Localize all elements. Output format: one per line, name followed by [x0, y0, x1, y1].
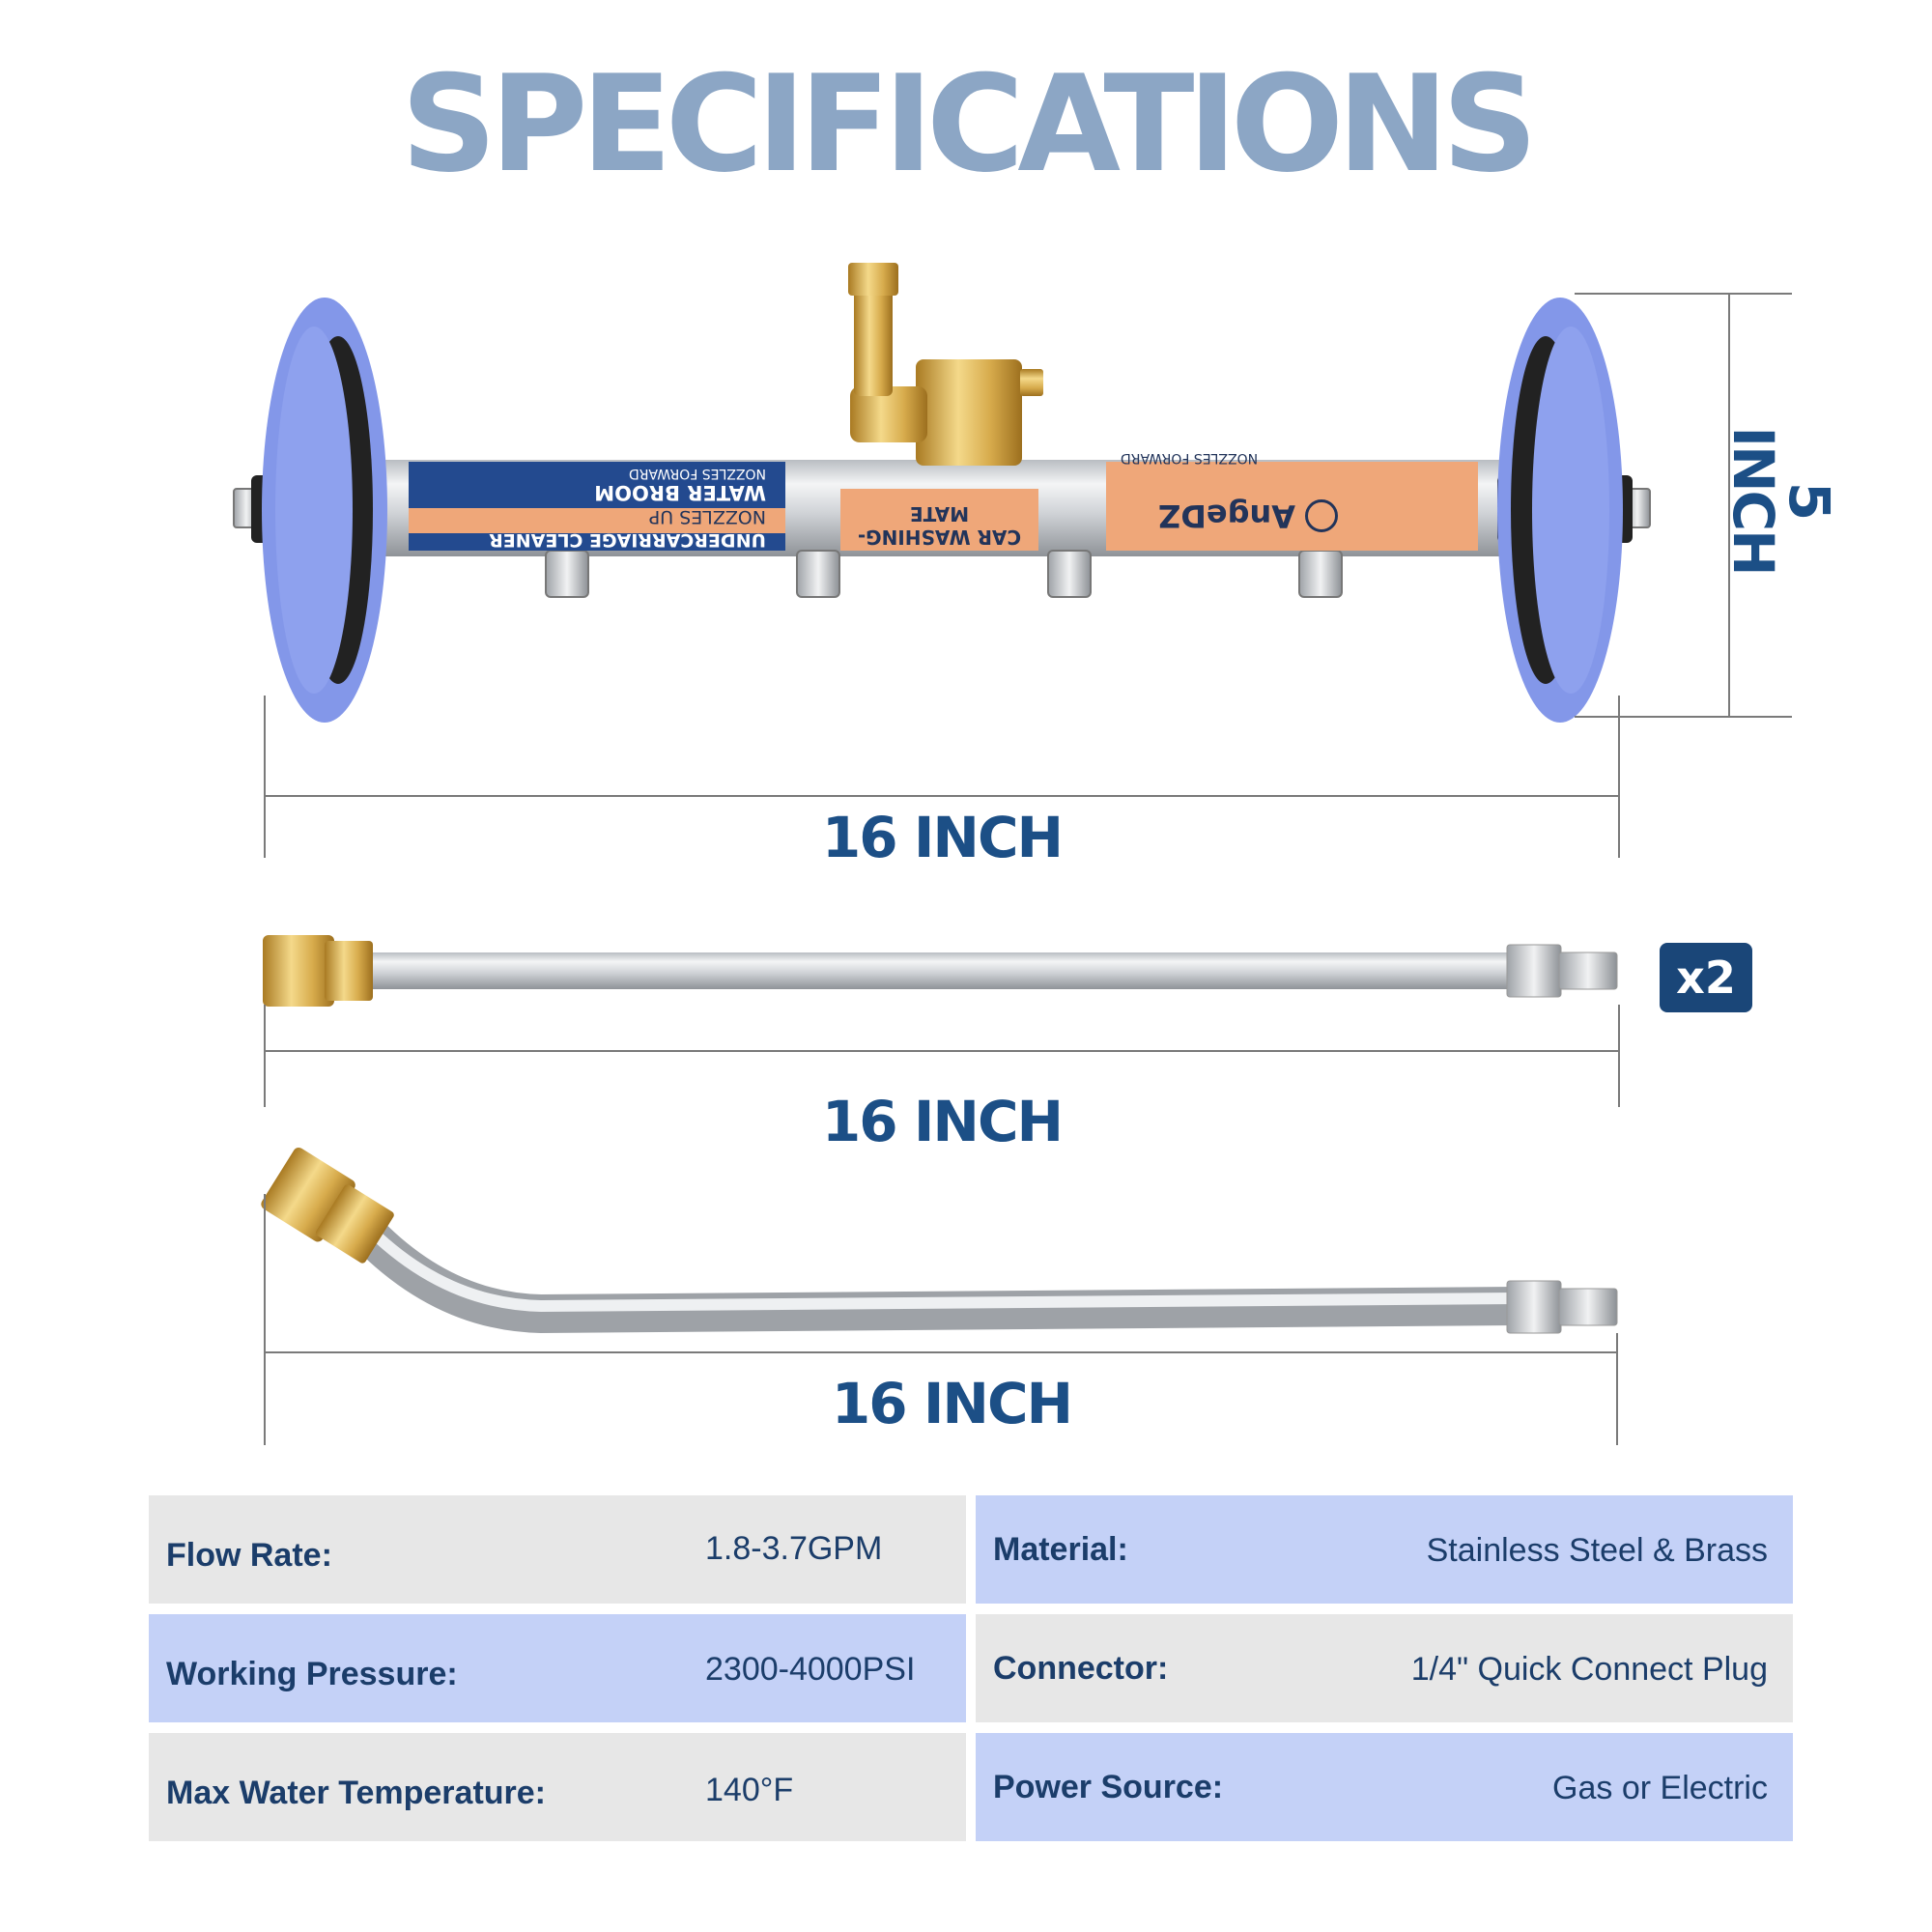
brass-inlet — [854, 290, 893, 396]
curved-wand — [261, 1147, 1618, 1334]
spec-working-pressure: Working Pressure: 2300-4000PSI — [149, 1614, 966, 1722]
band-line-nozzles-up: NOZZLES UP — [648, 506, 766, 527]
spec-material: Material: Stainless Steel & Brass — [976, 1495, 1793, 1604]
brand-logo: AngeDZ — [1125, 495, 1338, 537]
brand-name: AngeDZ — [1158, 497, 1295, 534]
spec-label: Flow Rate: — [166, 1536, 332, 1574]
spec-label: Material: — [993, 1530, 1128, 1568]
spec-label: Connector: — [993, 1649, 1169, 1687]
brass-swivel — [916, 359, 1022, 466]
spec-value: 140°F — [705, 1772, 794, 1808]
spec-max-water-temperature: Max Water Temperature: 140°F — [149, 1733, 966, 1841]
spec-value: Gas or Electric — [1552, 1770, 1768, 1806]
spec-connector: Connector: 1/4" Quick Connect Plug — [976, 1614, 1793, 1722]
dimension-curved-wand-label: 16 INCH — [831, 1371, 1073, 1436]
center-band — [840, 489, 1038, 551]
dimension-straight-wand-label: 16 INCH — [821, 1089, 1064, 1154]
band-line-undercarriage: UNDERCARRIAGE CLEANER — [489, 529, 766, 551]
band-line-water-broom: WATER BROOM — [594, 481, 766, 504]
spec-value: 1.8-3.7GPM — [705, 1530, 883, 1567]
spec-flow-rate: Flow Rate: 1.8-3.7GPM — [149, 1495, 966, 1604]
dimension-broom-width-label: 16 INCH — [821, 805, 1064, 870]
quantity-badge: x2 — [1660, 943, 1752, 1012]
band-label-left: UNDERCARRIAGE CLEANER NOZZLES UP WATER B… — [409, 462, 785, 551]
brand-circle-icon — [1305, 499, 1338, 532]
right-wheel — [1497, 298, 1623, 723]
spec-value: Stainless Steel & Brass — [1426, 1532, 1768, 1569]
left-band-navy-bottom — [409, 533, 785, 551]
straight-wand — [263, 935, 1618, 1007]
band-label-right-top: NOZZLES FORWARD — [1121, 450, 1259, 466]
spec-power-source: Power Source: Gas or Electric — [976, 1733, 1793, 1841]
spec-value: 1/4" Quick Connect Plug — [1410, 1651, 1768, 1688]
spec-value: 2300-4000PSI — [705, 1651, 916, 1688]
right-band — [1106, 462, 1478, 551]
spec-label: Max Water Temperature: — [166, 1774, 546, 1811]
nozzle-group — [545, 550, 1343, 598]
left-band-navy — [409, 462, 785, 508]
page-title: SPECIFICATIONS — [400, 46, 1538, 202]
dimension-height-label: 5 INCH — [1720, 426, 1842, 575]
spec-label: Working Pressure: — [166, 1655, 458, 1692]
left-wheel — [262, 298, 387, 723]
band-line-nozzles-forward: NOZZLES FORWARD — [628, 466, 766, 481]
spec-label: Power Source: — [993, 1768, 1224, 1805]
band-label-center: CAR WASHING-MATE — [857, 502, 1022, 549]
